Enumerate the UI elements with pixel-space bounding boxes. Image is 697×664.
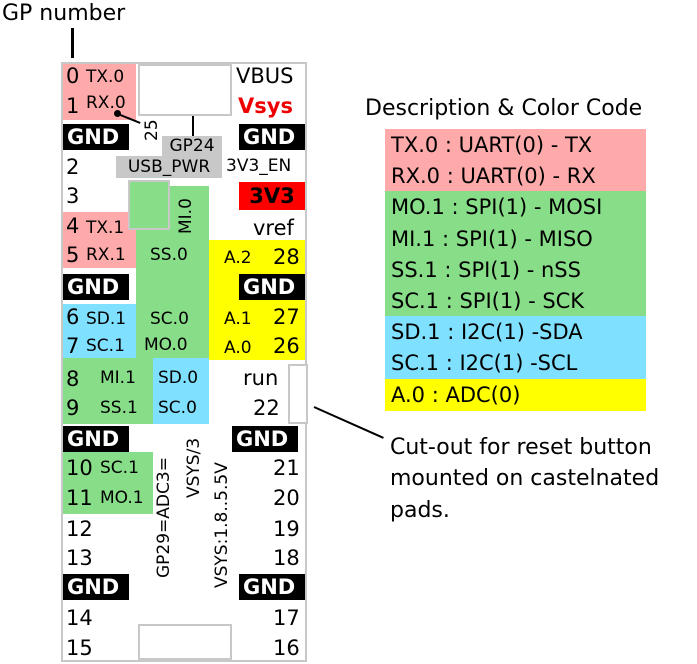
pin-0-func: TX.0 — [86, 67, 125, 87]
legend-title: Description & Color Code — [365, 96, 643, 121]
gp-number-pointer — [71, 28, 74, 58]
vbus-label: VBUS — [236, 64, 294, 88]
pin-9-func: SS.1 — [100, 398, 138, 418]
cutout-pointer — [313, 406, 384, 439]
pin-9: 9 — [66, 396, 80, 420]
pin-7-func: SC.1 — [86, 336, 125, 356]
pico-board-outline — [61, 62, 307, 662]
cutout-note-line3: pads. — [390, 498, 450, 523]
pin-5: 5 — [66, 243, 80, 267]
pin-5-func: RX.1 — [86, 245, 126, 265]
spi1-fill-a — [63, 358, 153, 424]
i2c0-fill — [153, 358, 209, 424]
pin-14: 14 — [66, 606, 93, 630]
sc0b-label: SC.0 — [158, 398, 197, 418]
pin-15: 15 — [66, 636, 93, 660]
vsys3-label: VSYS/3 — [184, 437, 204, 498]
gnd-left-4: GND — [63, 574, 129, 600]
adc1-label: A.1 — [224, 309, 252, 329]
gnd-left-2: GND — [63, 274, 129, 300]
usb-pwr-label: USB_PWR — [116, 156, 222, 178]
pin-18: 18 — [273, 546, 300, 570]
3v3-en-label: 3V3_EN — [226, 156, 292, 176]
pin-8: 8 — [66, 367, 80, 391]
pin-21: 21 — [273, 456, 300, 480]
pin-13: 13 — [66, 546, 93, 570]
cutout-note-line2: mounted on castelnated — [390, 466, 660, 491]
pin-10-func: SC.1 — [100, 458, 139, 478]
legend-row: SC.1 : SPI(1) - SCK — [385, 285, 646, 317]
pin-3: 3 — [66, 184, 80, 208]
legend-row: SD.1 : I2C(1) -SDA — [385, 316, 646, 349]
legend-row: TX.0 : UART(0) - TX — [385, 129, 646, 161]
pin-20: 20 — [273, 486, 300, 510]
pin-26: 26 — [273, 334, 300, 358]
pin-22: 22 — [253, 396, 280, 420]
legend-row: MI.1 : SPI(1) - MISO — [385, 222, 646, 255]
pin-2: 2 — [66, 155, 80, 179]
pin-12: 12 — [66, 517, 93, 541]
i2c1-fill — [63, 304, 136, 360]
gnd-right-1: GND — [239, 124, 305, 150]
mo0-label: MO.0 — [144, 335, 188, 355]
vref-label: vref — [253, 216, 294, 240]
pin-0: 0 — [66, 64, 80, 88]
pin-17: 17 — [273, 606, 300, 630]
pin-16: 16 — [273, 636, 300, 660]
pin-1-func: RX.0 — [86, 93, 126, 113]
vsys-label: Vsys — [238, 94, 293, 118]
usb-connector-outline — [138, 64, 232, 116]
legend-row: A.0 : ADC(0) — [385, 378, 646, 411]
gp25-label: 25 — [142, 119, 162, 141]
pin-6-func: SD.1 — [86, 309, 127, 329]
pin-6: 6 — [66, 305, 80, 329]
pin-28: 28 — [273, 245, 300, 269]
3v3-label: 3V3 — [239, 182, 305, 210]
gnd-left-1: GND — [63, 124, 129, 150]
mi0-label: MI.0 — [176, 198, 196, 234]
uart1-fill — [63, 212, 136, 268]
legend-row: RX.0 : UART(0) - RX — [385, 160, 646, 193]
vsys-range-label: VSYS:1.8..5.5V — [212, 462, 232, 588]
adc-fill — [209, 240, 305, 360]
legend-row: SC.1 : I2C(1) -SCL — [385, 347, 646, 380]
pin-11-func: MO.1 — [100, 488, 144, 508]
pin-11: 11 — [66, 486, 93, 510]
gp29-label: GP29=ADC3= — [154, 457, 174, 578]
gp24-lead — [192, 116, 194, 136]
reset-cutout-outline — [288, 364, 308, 424]
gp25-led-box — [128, 180, 170, 230]
pin-27: 27 — [273, 305, 300, 329]
uart0-fill — [63, 64, 136, 120]
pin-4: 4 — [66, 214, 80, 238]
sd0-label: SD.0 — [158, 368, 199, 388]
pin-8-func: MI.1 — [100, 368, 136, 388]
gnd-right-4: GND — [239, 574, 305, 600]
cutout-note-line1: Cut-out for reset button — [390, 435, 652, 460]
legend-row: MO.1 : SPI(1) - MOSI — [385, 191, 646, 224]
gnd-left-3: GND — [63, 426, 129, 452]
legend-row: SS.1 : SPI(1) - nSS — [385, 253, 646, 286]
pin-1: 1 — [66, 94, 80, 118]
adc0-label: A.0 — [224, 338, 252, 358]
gnd-right-3: GND — [232, 426, 298, 452]
debug-pad-outline — [138, 624, 232, 660]
pin-4-func: TX.1 — [86, 218, 125, 238]
pin-10: 10 — [66, 456, 93, 480]
adc2-label: A.2 — [224, 248, 252, 268]
pin-19: 19 — [273, 517, 300, 541]
gp25-dot — [114, 110, 121, 117]
gnd-right-2: GND — [239, 274, 305, 300]
pin-7: 7 — [66, 334, 80, 358]
spi1-fill-b — [63, 452, 153, 514]
run-label: run — [243, 366, 279, 390]
ss0-label: SS.0 — [150, 245, 188, 265]
gp-number-label: GP number — [2, 1, 126, 26]
sc0-label: SC.0 — [150, 309, 189, 329]
gp24-label: GP24 — [162, 136, 222, 156]
